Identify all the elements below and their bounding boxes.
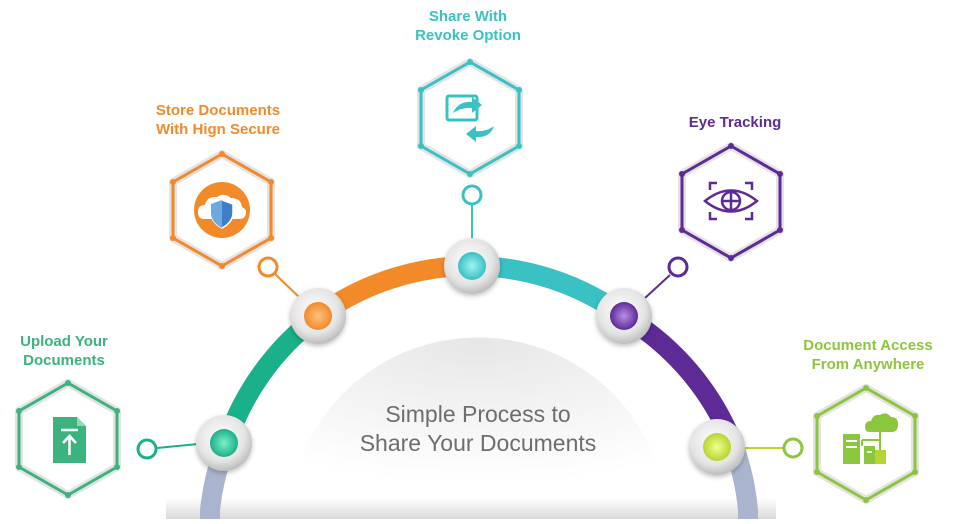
- arc-node-access: [689, 419, 745, 475]
- step-label-share-line1: Share With: [428, 8, 508, 25]
- step-label-share: Share With Revoke Option: [398, 7, 538, 45]
- eye-tracking-icon: [703, 181, 759, 221]
- arc-node-upload: [196, 415, 252, 471]
- arc-node-share: [444, 238, 500, 294]
- center-title: Simple Process to Share Your Documents: [318, 400, 638, 458]
- connector-access: [744, 437, 804, 459]
- center-title-line2: Share Your Documents: [359, 430, 597, 456]
- cloud-shield-icon: [194, 182, 250, 238]
- step-label-store-line1: Store Documents: [155, 102, 281, 119]
- cloud-server-icon: [843, 413, 898, 464]
- connector-share: [461, 184, 483, 240]
- connector-upload: [136, 438, 199, 460]
- hexagon-upload: [15, 379, 121, 499]
- step-label-eye: Eye Tracking: [665, 113, 805, 132]
- base-platform: [166, 498, 776, 519]
- step-label-access-line1: Document Access: [803, 337, 933, 354]
- hexagon-store: [169, 150, 275, 270]
- connector-eye: [644, 256, 689, 299]
- hexagon-access: [813, 384, 919, 504]
- connector-store: [257, 256, 301, 299]
- step-label-upload: Upload Your Documents: [4, 332, 124, 370]
- center-dome: [290, 337, 666, 500]
- arc-node-eye: [596, 288, 652, 344]
- file-upload-icon: [53, 417, 86, 463]
- step-label-eye-line1: Eye Tracking: [688, 114, 782, 131]
- hexagon-share: [417, 58, 523, 178]
- center-title-line1: Simple Process to: [385, 401, 571, 427]
- step-label-upload-line2: Documents: [23, 352, 105, 369]
- step-label-upload-line1: Upload Your: [20, 333, 108, 350]
- step-label-store: Store Documents With Hign Secure: [143, 101, 293, 139]
- share-revoke-icon: [445, 94, 494, 142]
- step-label-access: Document Access From Anywhere: [790, 336, 946, 374]
- step-label-store-line2: With Hign Secure: [155, 121, 281, 138]
- arc-node-store: [290, 288, 346, 344]
- step-label-share-line2: Revoke Option: [415, 27, 521, 44]
- hexagon-eye: [678, 142, 784, 262]
- step-label-access-line2: From Anywhere: [811, 356, 925, 373]
